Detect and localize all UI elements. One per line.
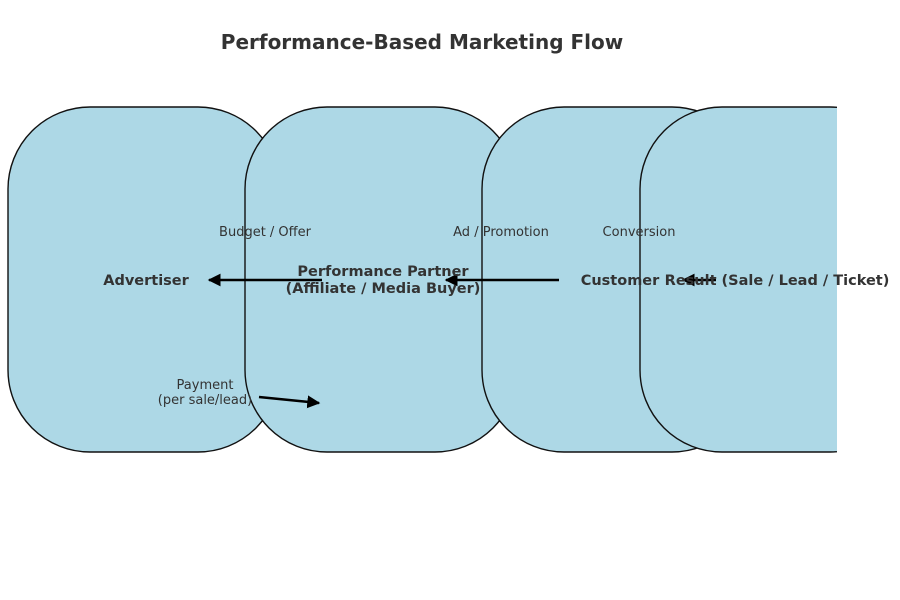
node-label-performance-partner: Performance Partner <box>297 264 469 280</box>
arrow-payment <box>258 395 321 409</box>
edge-label-payment-detail: (per sale/lead) <box>158 393 252 408</box>
edge-label-ad-promotion: Ad / Promotion <box>453 225 549 240</box>
node-label-performance-partner-detail: (Affiliate / Media Buyer) <box>286 281 481 297</box>
edge-label-conversion: Conversion <box>603 225 676 240</box>
diagram-title: Performance-Based Marketing Flow <box>221 30 623 54</box>
node-label-result: Result (Sale / Lead / Ticket) <box>665 273 890 289</box>
result-box <box>639 106 837 453</box>
node-label-advertiser: Advertiser <box>103 273 189 289</box>
node-label-customer: Customer <box>581 273 660 289</box>
edge-label-budget-offer: Budget / Offer <box>219 225 312 240</box>
edge-label-payment: Payment <box>177 378 234 393</box>
